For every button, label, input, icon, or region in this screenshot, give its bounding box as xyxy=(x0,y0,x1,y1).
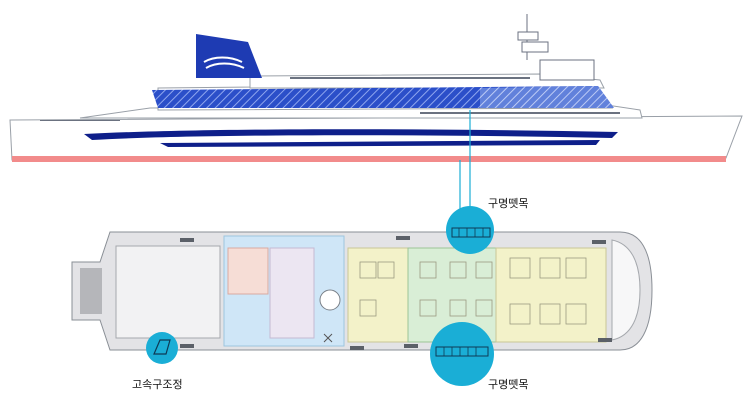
mast xyxy=(517,14,595,81)
aft-open-deck xyxy=(115,245,221,339)
liferaft-label-top: 구명뗏목 xyxy=(488,197,529,210)
zone-yellow-fwd xyxy=(495,247,607,343)
hull-bottom-stripe xyxy=(12,156,726,162)
liferaft-label-bottom: 구명뗏목 xyxy=(488,378,529,391)
rescue-boat-marker xyxy=(146,332,178,364)
staircase-icon xyxy=(319,289,341,311)
cabin-grid xyxy=(359,257,587,325)
deck-plan xyxy=(71,231,653,351)
stern-block xyxy=(80,268,102,314)
blue-band-light xyxy=(480,86,614,108)
ship-side-view xyxy=(9,14,743,230)
rescue-boat-label: 고속구조정 xyxy=(132,378,183,391)
hull-navy-stripe-2 xyxy=(160,140,600,147)
bow-section xyxy=(611,239,641,341)
zone-lilac xyxy=(269,247,315,339)
funnel-logo-icon xyxy=(203,56,245,69)
canisters xyxy=(180,236,612,350)
liferaft-marker-bottom xyxy=(430,322,494,386)
liferaft-marker-top xyxy=(446,206,494,254)
hull-navy-stripe xyxy=(84,129,618,140)
window-row xyxy=(40,77,620,121)
funnel xyxy=(196,34,262,78)
zone-pink xyxy=(227,247,269,295)
